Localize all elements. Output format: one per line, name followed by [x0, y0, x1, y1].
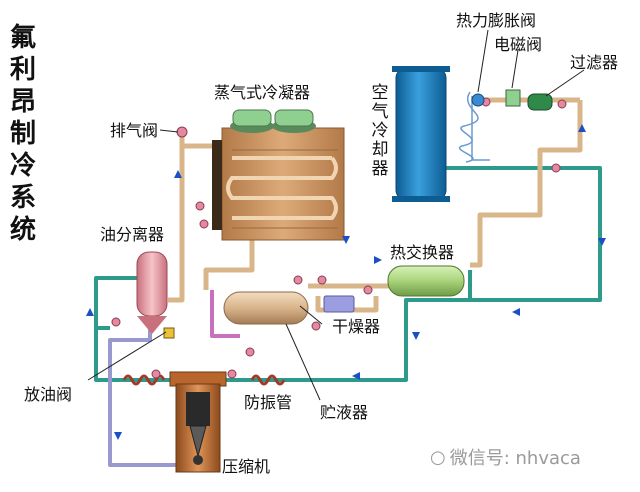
- valve-icon: [311, 321, 321, 331]
- heat-exchanger-unit: [387, 265, 465, 297]
- label-oil-separator: 油分离器: [100, 225, 165, 244]
- solenoid-valve-icon: [505, 89, 521, 107]
- teal-cooler-outlet-pipe: [445, 166, 602, 302]
- valve-icon: [195, 201, 205, 211]
- oil-separator-unit: [136, 251, 168, 334]
- label-oil-drain-valve: 放油阀: [24, 385, 73, 404]
- label-heat-exchanger: 热交换器: [390, 243, 455, 262]
- pipes: [94, 91, 602, 467]
- tan-discharge-pipe: [168, 132, 185, 303]
- receiver-unit: [223, 291, 309, 325]
- valve-icon: [317, 275, 327, 285]
- oil-drain-valve-icon: [163, 327, 175, 339]
- lavender-oil-return-pipe: [108, 320, 178, 467]
- valve-icon: [293, 275, 303, 285]
- arrow-left-icon: [512, 308, 520, 316]
- watermark: ○ 微信号: nhvaca: [430, 444, 581, 470]
- compressor-unit: [169, 371, 227, 473]
- arrow-left-icon: [352, 372, 360, 380]
- exhaust-valve-icon: [176, 126, 188, 138]
- label-receiver: 贮液器: [320, 403, 369, 422]
- label-evaporative-condenser: 蒸气式冷凝器: [214, 83, 311, 102]
- arrow-up-icon: [578, 124, 586, 132]
- title-text: 氟利昂制冷系统: [9, 23, 36, 245]
- valve-icon: [227, 369, 237, 379]
- tan-condenser-outlet-pipe: [203, 232, 255, 290]
- arrow-down-icon: [114, 432, 122, 440]
- dryer-unit: [323, 295, 355, 313]
- thermal-expansion-valve-icon: [471, 93, 485, 107]
- valve-icon: [363, 285, 373, 295]
- flow-arrows: [86, 124, 606, 440]
- valve-icon: [111, 317, 121, 327]
- arrow-up-icon: [86, 308, 94, 316]
- label-thermal-expansion-valve: 热力膨胀阀: [456, 11, 537, 30]
- wechat-icon: ○: [430, 446, 446, 468]
- label-dryer: 干燥器: [332, 317, 381, 336]
- label-filter: 过滤器: [570, 53, 619, 72]
- valve-icon: [557, 99, 567, 109]
- arrow-up-icon: [174, 170, 182, 178]
- arrow-down-icon: [342, 236, 350, 244]
- watermark-text: 微信号: nhvaca: [449, 448, 581, 469]
- sensing-bulb-line: [471, 96, 490, 161]
- arrow-down-icon: [412, 332, 420, 340]
- arrow-right-icon: [374, 256, 382, 264]
- filter-icon: [527, 93, 553, 111]
- air-cooler-text: 空气冷却器: [371, 83, 389, 179]
- leader-lines: [87, 29, 585, 401]
- valve-icon: [199, 219, 209, 229]
- valve-icon: [551, 163, 561, 173]
- teal-loop-pipe: [94, 270, 472, 382]
- capillary-coil: [458, 91, 479, 163]
- label-solenoid-valve: 电磁阀: [494, 35, 543, 54]
- label-air-cooler: 空气冷却器: [370, 84, 390, 179]
- label-anti-vibration-pipe: 防振管: [244, 393, 293, 412]
- arrow-down-icon: [598, 238, 606, 246]
- diagram-title: 氟利昂制冷系统: [6, 22, 40, 246]
- tan-liquid-pipe: [470, 100, 583, 268]
- label-compressor: 压缩机: [222, 457, 271, 476]
- lavender-receiver-side-pipe: [210, 290, 240, 338]
- valve-icon: [245, 347, 255, 357]
- valve-icon: [151, 369, 161, 379]
- anti-vibration-coils: [122, 374, 286, 386]
- air-cooler-unit: [392, 66, 450, 202]
- teal-return-pipe: [94, 276, 138, 330]
- evaporative-condenser-unit: [212, 109, 345, 241]
- label-exhaust-valve: 排气阀: [110, 121, 159, 140]
- valves: [111, 97, 567, 379]
